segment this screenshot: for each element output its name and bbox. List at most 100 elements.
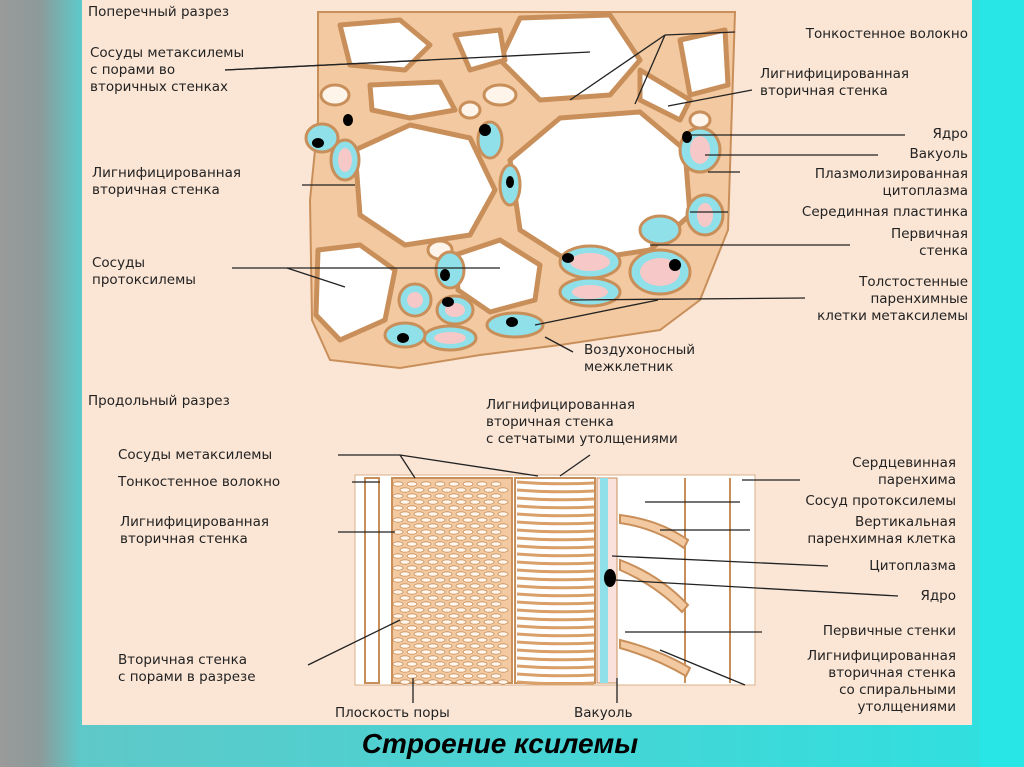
- pit: [448, 565, 460, 571]
- pit: [462, 505, 474, 511]
- pit: [406, 529, 418, 535]
- pit: [413, 559, 425, 565]
- label-primary-wall: Первичная стенка: [891, 226, 968, 259]
- pit: [497, 583, 509, 589]
- reticulate-thickenings: [516, 480, 595, 686]
- pit: [455, 583, 467, 589]
- pit: [441, 487, 453, 493]
- pit: [469, 547, 481, 553]
- cross-section-drawing: [224, 11, 905, 370]
- nucleus: [440, 269, 450, 281]
- pit: [448, 625, 460, 631]
- pit: [483, 679, 495, 685]
- pit: [413, 571, 425, 577]
- pit: [455, 667, 467, 673]
- pit: [469, 643, 481, 649]
- pit: [441, 607, 453, 613]
- pits-group: [392, 481, 509, 685]
- pit: [497, 499, 509, 505]
- fiber-3: [367, 79, 458, 121]
- pit: [420, 613, 432, 619]
- pit: [469, 667, 481, 673]
- pit: [399, 511, 411, 517]
- pit: [392, 637, 404, 643]
- pit: [406, 589, 418, 595]
- pit: [455, 679, 467, 685]
- pit: [448, 541, 460, 547]
- pit: [434, 517, 446, 523]
- pit: [490, 493, 502, 499]
- pit: [441, 583, 453, 589]
- pit: [448, 505, 460, 511]
- pit: [462, 529, 474, 535]
- pit: [392, 517, 404, 523]
- pit: [455, 655, 467, 661]
- pit: [497, 535, 509, 541]
- pit: [469, 679, 481, 685]
- leader-line: [569, 297, 806, 301]
- pit: [448, 613, 460, 619]
- pit: [490, 613, 502, 619]
- pit: [406, 481, 418, 487]
- pit: [490, 505, 502, 511]
- nucleus: [343, 114, 353, 126]
- pit: [420, 541, 432, 547]
- pit: [469, 487, 481, 493]
- pit: [406, 553, 418, 559]
- pit: [441, 595, 453, 601]
- pit: [413, 511, 425, 517]
- pit: [497, 655, 509, 661]
- label-protoxylem-vessels: Сосуды протоксилемы: [92, 255, 196, 288]
- pit: [434, 637, 446, 643]
- pit: [399, 655, 411, 661]
- pit: [462, 589, 474, 595]
- cross-section-title: Поперечный разрез: [88, 4, 230, 20]
- pit: [427, 523, 439, 529]
- pit: [476, 589, 488, 595]
- pit: [420, 493, 432, 499]
- pit: [413, 523, 425, 529]
- pit: [392, 589, 404, 595]
- vacuole: [407, 292, 423, 308]
- pit: [476, 493, 488, 499]
- pit: [462, 613, 474, 619]
- thin-fiber-strip: [364, 477, 380, 684]
- pit: [490, 601, 502, 607]
- nucleus: [506, 176, 514, 188]
- pit: [406, 565, 418, 571]
- pit: [427, 595, 439, 601]
- pit: [441, 619, 453, 625]
- pit: [448, 589, 460, 595]
- pit: [434, 565, 446, 571]
- pit: [420, 673, 432, 679]
- pit: [399, 667, 411, 673]
- pit: [434, 481, 446, 487]
- pit: [441, 643, 453, 649]
- nucleus: [397, 333, 409, 343]
- pit: [427, 499, 439, 505]
- pit: [476, 673, 488, 679]
- pit: [497, 679, 509, 685]
- fiber-1: [337, 17, 433, 73]
- reticulate-bar: [516, 608, 595, 614]
- pit: [448, 493, 460, 499]
- pit: [420, 517, 432, 523]
- pit: [441, 547, 453, 553]
- pit: [462, 673, 474, 679]
- pit: [455, 559, 467, 565]
- reticulate-bar: [516, 680, 595, 686]
- pit: [427, 511, 439, 517]
- leader-line: [544, 336, 574, 353]
- label-lignified-wall-left: Лигнифицированная вторичная стенка: [92, 165, 242, 198]
- pit: [483, 571, 495, 577]
- pit: [462, 577, 474, 583]
- reticulate-bar: [516, 672, 595, 678]
- longitudinal-section-title: Продольный разрез: [88, 393, 230, 409]
- pit: [420, 553, 432, 559]
- pit: [413, 619, 425, 625]
- small-fiber: [482, 83, 518, 107]
- pit: [469, 571, 481, 577]
- pit: [476, 517, 488, 523]
- pit: [455, 619, 467, 625]
